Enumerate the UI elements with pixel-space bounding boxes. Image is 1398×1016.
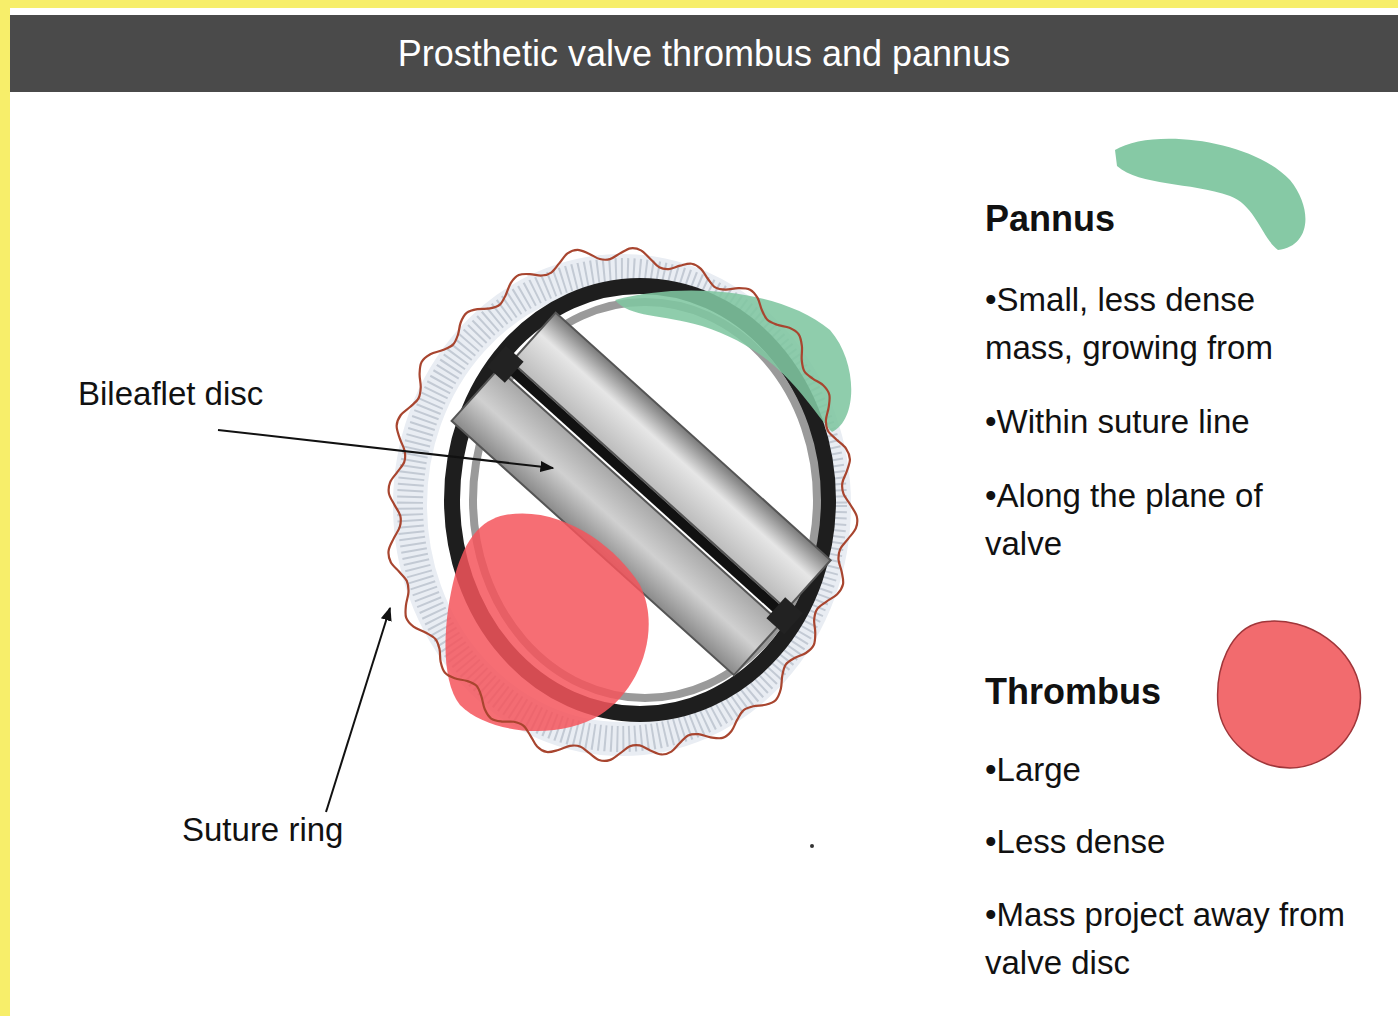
bullet-note: •Within suture line [985,398,1250,446]
tissue-outline [388,248,857,761]
bullet-note: •Along the plane of valve [985,472,1330,568]
title-text: Prosthetic valve thrombus and pannus [10,15,1398,92]
legend-heading: Pannus [985,198,1115,240]
bullet-note: •Small, less dense mass, growing from [985,276,1345,372]
part-label: Suture ring [182,806,343,854]
bullet-note: •Mass project away from valve disc [985,891,1345,987]
legend-heading: Thrombus [985,671,1161,713]
leader-line [218,430,553,468]
legend-swatch [1115,139,1305,250]
legend-swatch [1218,621,1361,768]
leader-line [326,608,390,812]
pannus-mass [615,290,851,432]
stray-dot [810,844,814,848]
bullet-note: •Large [985,746,1081,794]
bullet-note: •Less dense [985,818,1165,866]
thrombus-mass [445,513,648,731]
part-label: Bileaflet disc [78,370,263,418]
